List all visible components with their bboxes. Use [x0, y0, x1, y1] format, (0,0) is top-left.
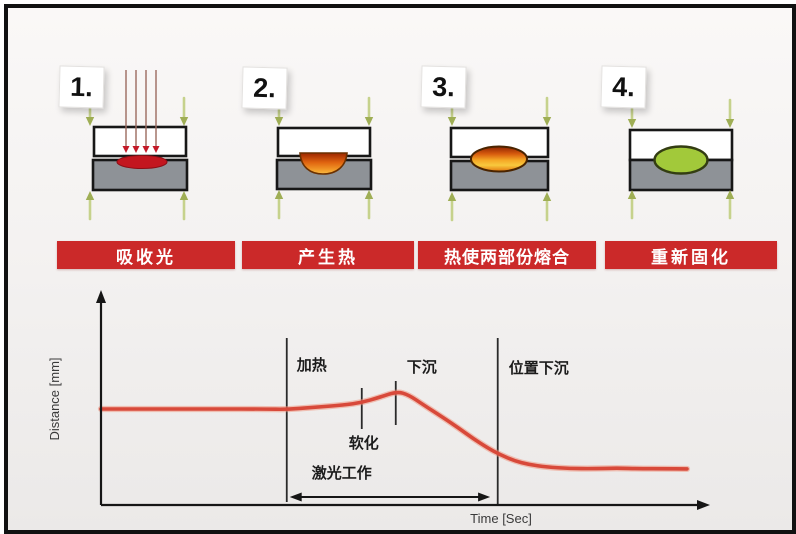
laser-beams-icon — [122, 70, 160, 153]
step-4-number: 4. — [600, 65, 647, 109]
steps-illustration — [84, 70, 736, 222]
annotation-label-4: 激光工作 — [312, 464, 372, 482]
transparent-part — [92, 125, 188, 158]
solidified-weld — [653, 145, 709, 175]
clamp-arrow-icon — [273, 188, 285, 220]
clamp-arrow-icon — [446, 190, 458, 222]
melt-pool — [299, 152, 348, 175]
step-3-figure — [446, 96, 553, 222]
step-2-figure — [273, 96, 375, 220]
step-4-figure — [626, 98, 736, 220]
clamp-arrow-icon — [178, 96, 190, 128]
step-2-number: 2. — [241, 66, 288, 110]
arrow-left-icon — [289, 492, 302, 502]
step-4-caption: 重新固化 — [605, 241, 777, 269]
clamp-arrow-icon — [626, 188, 638, 220]
absorption-spot — [116, 155, 168, 169]
clamp-arrow-icon — [724, 188, 736, 220]
step-2-caption: 产生热 — [242, 241, 414, 269]
step-1-figure — [84, 70, 190, 221]
distance-curve-glow — [97, 389, 691, 473]
annotation-label-1: 软化 — [349, 434, 379, 452]
arrow-right-icon — [478, 492, 491, 502]
annotation-label-3: 位置下沉 — [509, 359, 569, 377]
step-1-number: 1. — [58, 65, 105, 109]
clamp-arrow-icon — [363, 96, 375, 128]
clamp-arrow-icon — [84, 189, 96, 221]
clamp-arrow-icon — [178, 189, 190, 221]
clamp-arrow-icon — [541, 96, 553, 128]
x-axis-arrow-icon — [697, 500, 710, 510]
distance-curve — [99, 390, 689, 471]
step-3-caption: 热使两部份熔合 — [418, 241, 596, 269]
step-3-number: 3. — [420, 65, 467, 109]
transparent-part — [276, 126, 372, 158]
step-1-caption: 吸收光 — [57, 241, 235, 269]
x-axis-label: Time [Sec] — [470, 511, 532, 526]
annotation-label-2: 下沉 — [407, 358, 437, 376]
molten-weld-pool — [470, 145, 528, 173]
annotation-label-0: 加热 — [296, 356, 327, 374]
clamp-arrow-icon — [363, 188, 375, 220]
clamp-arrow-icon — [724, 98, 736, 130]
y-axis-label: Distance [mm] — [47, 357, 62, 440]
clamp-arrow-icon — [541, 190, 553, 222]
diagram-frame: 1. 2. 3. 4. 吸收光 产生热 热使两部份熔合 重新固化 加热软化 下沉 位… — [4, 4, 796, 534]
y-axis-arrow-icon — [96, 290, 106, 303]
